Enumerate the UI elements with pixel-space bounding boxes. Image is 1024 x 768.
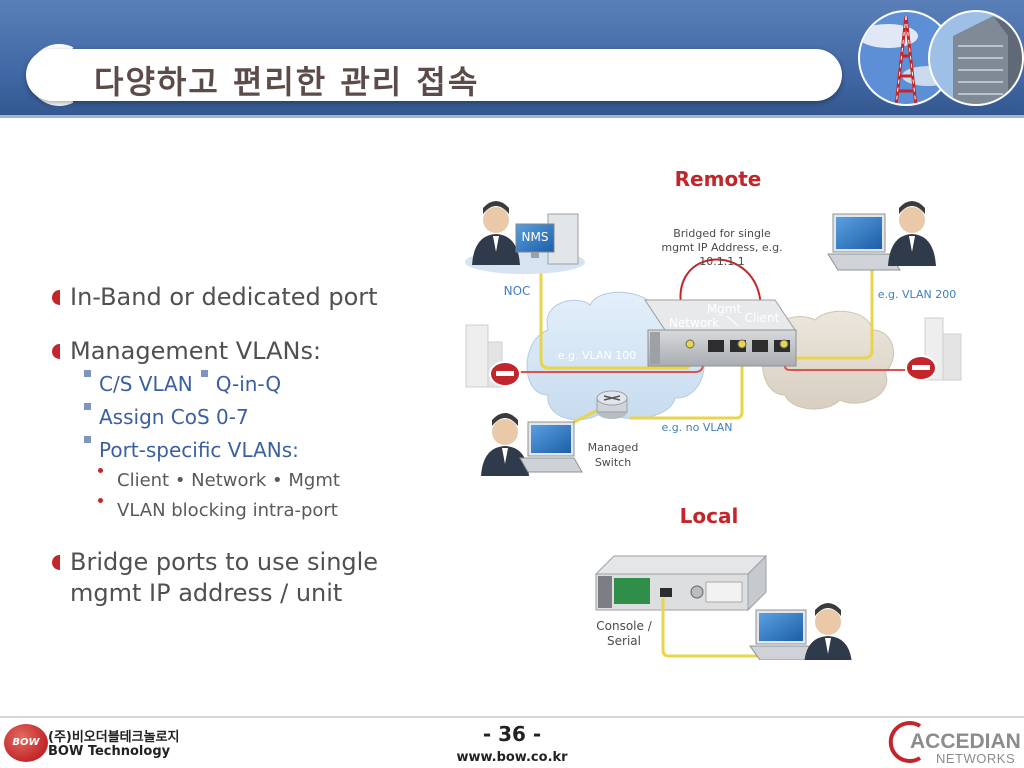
bullet-vlans-text: Management VLANs: [70, 337, 322, 365]
bow-badge-icon: BOW [4, 724, 48, 762]
subbullet-portvlans: Port-specific VLANs: [84, 436, 299, 464]
bullet-bridge-line1: Bridge ports to use single [70, 548, 379, 576]
managed-switch-icon [596, 390, 628, 419]
subbullet-qinq-text: Q-in-Q [215, 372, 282, 396]
accedian-name: ACCEDIAN [910, 730, 1021, 753]
dot-bullet-icon [98, 468, 103, 473]
noc-label: NOC [504, 284, 531, 298]
bullet-marker-icon [52, 290, 60, 305]
local-device-icon [594, 554, 768, 612]
subsubbullet-ports: Client • Network • Mgmt [98, 468, 340, 494]
building-photo-icon [928, 10, 1024, 106]
mgmt-port-label: Mgmt [707, 302, 742, 316]
accedian-logo: ACCEDIAN NETWORKS [886, 718, 1022, 766]
bullet-marker-icon [52, 555, 60, 570]
bridged-label-line2: mgmt IP Address, e.g. [661, 241, 782, 254]
footer-divider [0, 716, 1024, 718]
accedian-sub: NETWORKS [936, 751, 1016, 766]
network-port-label: Network [669, 316, 719, 330]
bullet-bridge: Bridge ports to use single mgmt IP addre… [52, 547, 378, 609]
page-number: - 36 - [482, 722, 542, 746]
header-photos [858, 10, 1024, 106]
managed-switch-label-line2: Switch [595, 456, 631, 469]
client-user-icon [888, 201, 936, 266]
square-bullet-icon [84, 436, 91, 443]
dot-bullet-icon [98, 498, 103, 503]
bullet-inband: In-Band or dedicated port [52, 282, 378, 313]
switch-laptop-icon [519, 421, 583, 473]
blue-cloud-icon [526, 291, 705, 421]
bow-korean-name: (주)비오더블테크놀로지 [48, 730, 180, 745]
subbullet-csvlan-text: C/S VLAN [99, 372, 193, 396]
accedian-arc-icon [888, 721, 922, 763]
website-url: www.bow.co.kr [456, 750, 568, 765]
switch-user-icon [481, 413, 529, 476]
subbullet-csvlan-qinq: C/S VLAN Q-in-Q [84, 370, 281, 398]
nms-label: NMS [522, 230, 549, 244]
local-heading: Local [680, 504, 739, 528]
local-user-icon [804, 603, 852, 660]
noc-user-icon [472, 201, 520, 265]
vlan100-label: e.g. VLAN 100 [558, 349, 636, 362]
nid-device-icon [644, 299, 797, 367]
novlan-label: e.g. no VLAN [661, 421, 732, 434]
square-bullet-icon [84, 370, 91, 377]
bullet-bridge-line2: mgmt IP address / unit [70, 579, 343, 607]
console-label-line1: Console / [596, 619, 652, 633]
subsubbullet-ports-text: Client • Network • Mgmt [117, 470, 340, 491]
square-bullet-icon [200, 370, 208, 377]
bridge-red-arc [679, 258, 762, 319]
subsubbullet-blocking-text: VLAN blocking intra-port [117, 500, 338, 521]
client-laptop-icon [827, 213, 901, 271]
router-left-icon [489, 361, 521, 387]
subbullet-cos: Assign CoS 0-7 [84, 403, 249, 431]
bullet-inband-text: In-Band or dedicated port [70, 283, 378, 311]
page-title: 다양하고 편리한 관리 접속 [94, 63, 480, 101]
bridged-label-line3: 10.1.1.1 [699, 255, 744, 268]
bow-english-name: BOW Technology [48, 744, 171, 759]
bullet-marker-icon [52, 344, 60, 359]
nms-computer-icon [515, 213, 579, 265]
title-pill [26, 49, 842, 101]
subbullet-cos-text: Assign CoS 0-7 [99, 405, 249, 429]
mgmt-pointer-line [726, 315, 739, 327]
router-right-icon [905, 355, 937, 381]
mgmt-cable [630, 342, 744, 420]
bow-technology-logo: BOW (주)비오더블테크놀로지 BOW Technology [4, 722, 179, 766]
network-diagram: Remote Local Mgmt Network Client [465, 167, 962, 660]
square-bullet-icon [84, 403, 91, 410]
bullet-bridge-text: Bridge ports to use single mgmt IP addre… [70, 547, 378, 609]
managed-switch-label-line1: Managed [588, 441, 639, 454]
subsubbullet-blocking: VLAN blocking intra-port [98, 498, 338, 524]
console-label-line2: Serial [607, 634, 641, 648]
remote-heading: Remote [675, 167, 762, 191]
console-cable [661, 598, 770, 658]
client-port-label: Client [745, 311, 780, 325]
bridged-label-line1: Bridged for single [673, 227, 771, 240]
vlan200-label: e.g. VLAN 200 [878, 288, 956, 301]
bullet-vlans: Management VLANs: [52, 336, 321, 367]
subbullet-portvlans-text: Port-specific VLANs: [99, 438, 299, 462]
local-laptop-icon [749, 609, 819, 660]
